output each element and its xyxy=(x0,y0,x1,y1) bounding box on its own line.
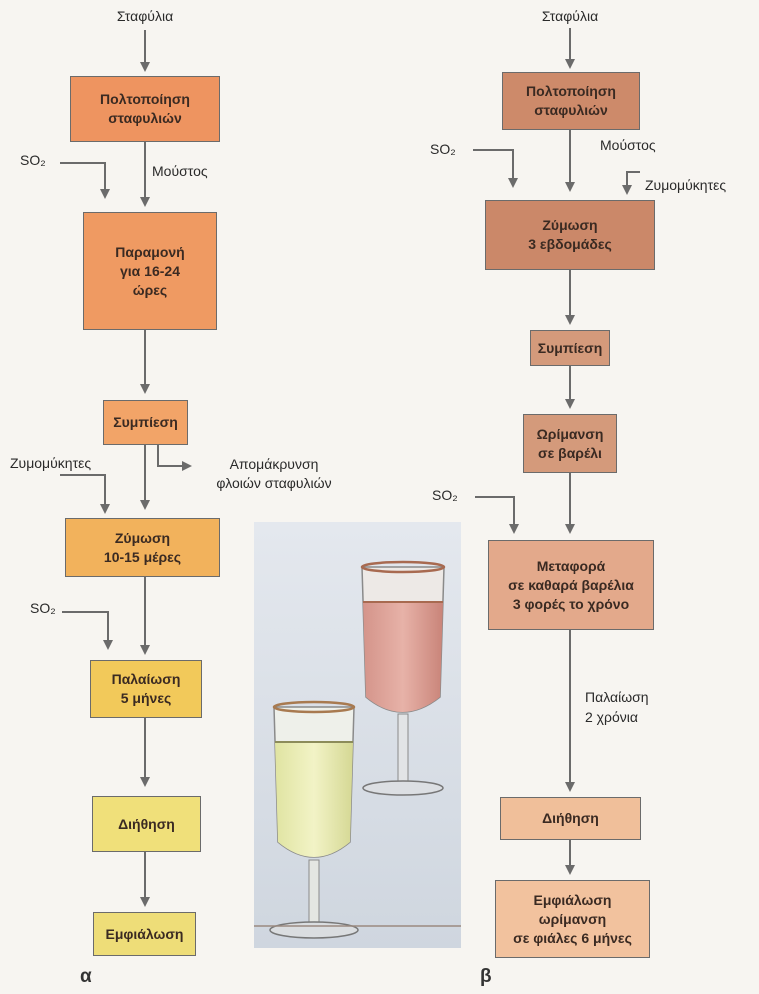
a-yeasts-label: Ζυμομύκητες xyxy=(10,455,92,471)
rose-wine-glass xyxy=(360,560,446,796)
a-maceration-step: Παραμονή για 16-24 ώρες xyxy=(83,212,217,330)
a-caption: α xyxy=(80,966,92,987)
b-filtration-step: Διήθηση xyxy=(500,797,641,840)
arrow-a-so2-2 xyxy=(62,611,113,650)
arrow-b-so2-2 xyxy=(475,496,519,534)
b-grapes-label: Σταφύλια xyxy=(541,8,599,24)
a-grapes-label: Σταφύλια xyxy=(116,8,174,24)
a-must-label: Μούστος xyxy=(152,163,208,179)
b-barrel-maturation-step: Ωρίμανση σε βαρέλι xyxy=(523,414,617,473)
b-caption: β xyxy=(480,966,492,987)
a-bottling-step: Εμφιάλωση xyxy=(93,912,196,956)
b-so2-label-2: SO₂ xyxy=(432,487,458,503)
a-aging-step: Παλαίωση 5 μήνες xyxy=(90,660,202,718)
a-peel-removal-label: Απομάκρυνση φλοιών σταφυλιών xyxy=(216,456,332,491)
b-bottling-step: Εμφιάλωση ωρίμανση σε φιάλες 6 μήνες xyxy=(495,880,650,958)
a-pressing-step: Συμπίεση xyxy=(103,400,188,445)
a-filtration-step: Διήθηση xyxy=(92,796,201,852)
arrow-a-yeasts xyxy=(60,474,110,514)
wine-glasses-photo xyxy=(254,522,461,948)
arrow-b-so2-1 xyxy=(473,149,518,188)
a-fermentation-step: Ζύμωση 10-15 μέρες xyxy=(65,518,220,577)
b-pressing-step: Συμπίεση xyxy=(530,330,610,366)
b-must-label: Μούστος xyxy=(600,137,656,153)
b-fermentation-step: Ζύμωση 3 εβδομάδες xyxy=(485,200,655,270)
b-yeasts-label: Ζυμομύκητες xyxy=(645,177,727,193)
white-wine-glass xyxy=(269,700,359,939)
b-so2-label-1: SO₂ xyxy=(430,141,456,157)
wine-glasses-illustration xyxy=(254,522,461,948)
b-crushing-step: Πολτοποίηση σταφυλιών xyxy=(502,72,640,130)
arrow-a-so2-1 xyxy=(60,162,110,199)
a-so2-label-1: SO₂ xyxy=(20,152,46,168)
a-so2-label-2: SO₂ xyxy=(30,600,56,616)
b-aging-label: Παλαίωση 2 χρόνια xyxy=(585,689,649,725)
arrow-b-yeasts xyxy=(622,171,640,195)
arrow-a-peel xyxy=(157,445,192,471)
a-crushing-step: Πολτοποίηση σταφυλιών xyxy=(70,76,220,142)
b-transfer-step: Μεταφορά σε καθαρά βαρέλια 3 φορές το χρ… xyxy=(488,540,654,630)
